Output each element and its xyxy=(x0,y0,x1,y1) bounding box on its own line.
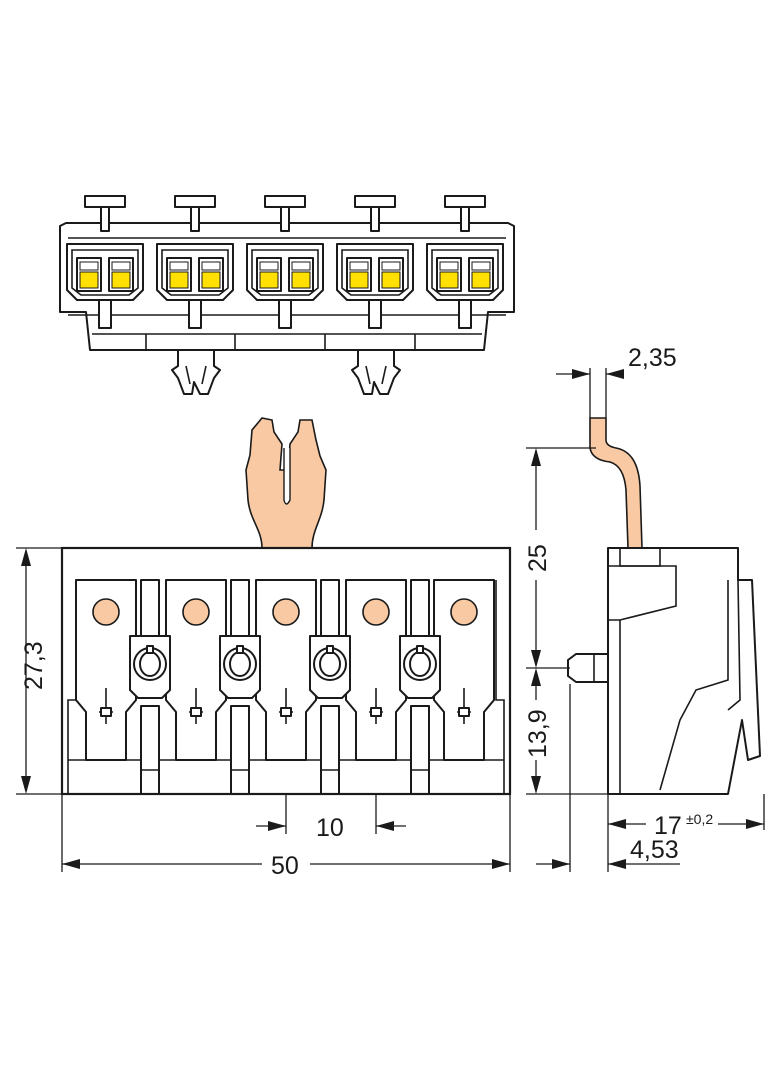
pin-offset-label: 4,53 xyxy=(630,836,679,864)
height-overall-label: 27,3 xyxy=(20,641,48,690)
mount-height-label: 13,9 xyxy=(524,709,552,758)
mounting-foot-icon xyxy=(567,653,609,683)
dimension-lines xyxy=(16,368,765,872)
mounting-foot-icon xyxy=(351,349,401,395)
depth-label: 17 xyxy=(654,812,682,840)
depth-tolerance-label: ±0,2 xyxy=(686,811,713,827)
top-view xyxy=(59,195,515,395)
pin-thickness-label: 2,35 xyxy=(628,344,677,372)
side-view xyxy=(567,417,761,795)
pin-height-label: 25 xyxy=(524,544,552,572)
mounting-foot-icon xyxy=(171,349,221,395)
release-lever-icon xyxy=(245,417,327,549)
width-overall-label: 50 xyxy=(271,852,299,880)
pitch-label: 10 xyxy=(316,814,344,842)
front-view xyxy=(60,417,512,796)
